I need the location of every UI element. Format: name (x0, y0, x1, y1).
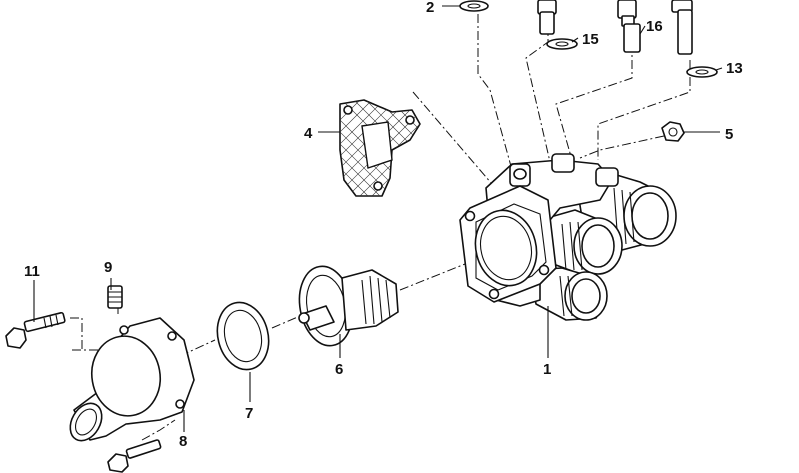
temperature-sensor-left (537, 0, 557, 35)
thermostat (298, 265, 399, 347)
washer-upper (459, 0, 489, 12)
thermostat-cover (69, 317, 195, 442)
callout-2: 2 (426, 0, 434, 16)
callout-9: 9 (104, 259, 112, 276)
bolt-lower (107, 439, 162, 473)
callout-8: 8 (179, 433, 187, 450)
callout-15: 15 (582, 31, 599, 48)
callout-16: 16 (646, 18, 663, 35)
callout-4: 4 (304, 125, 313, 142)
thermostat-housing (459, 153, 677, 321)
callout-6: 6 (335, 361, 343, 378)
callout-labels: 1 2 4 5 6 7 8 9 11 13 15 16 (24, 0, 743, 450)
temperature-sensor-right (671, 0, 693, 55)
callout-11: 11 (24, 263, 40, 280)
washer-15 (546, 38, 578, 50)
nut (661, 121, 685, 142)
washer-13 (686, 66, 718, 78)
callout-7: 7 (245, 405, 253, 422)
gasket (339, 99, 421, 197)
callout-1: 1 (543, 361, 551, 378)
sealing-ring (216, 301, 270, 371)
temperature-sensor-16 (617, 0, 641, 53)
callout-5: 5 (725, 126, 733, 143)
bolt-upper (5, 311, 66, 349)
leader-lines (33, 5, 723, 432)
callout-13: 13 (726, 60, 743, 77)
bleed-screw (107, 285, 123, 309)
